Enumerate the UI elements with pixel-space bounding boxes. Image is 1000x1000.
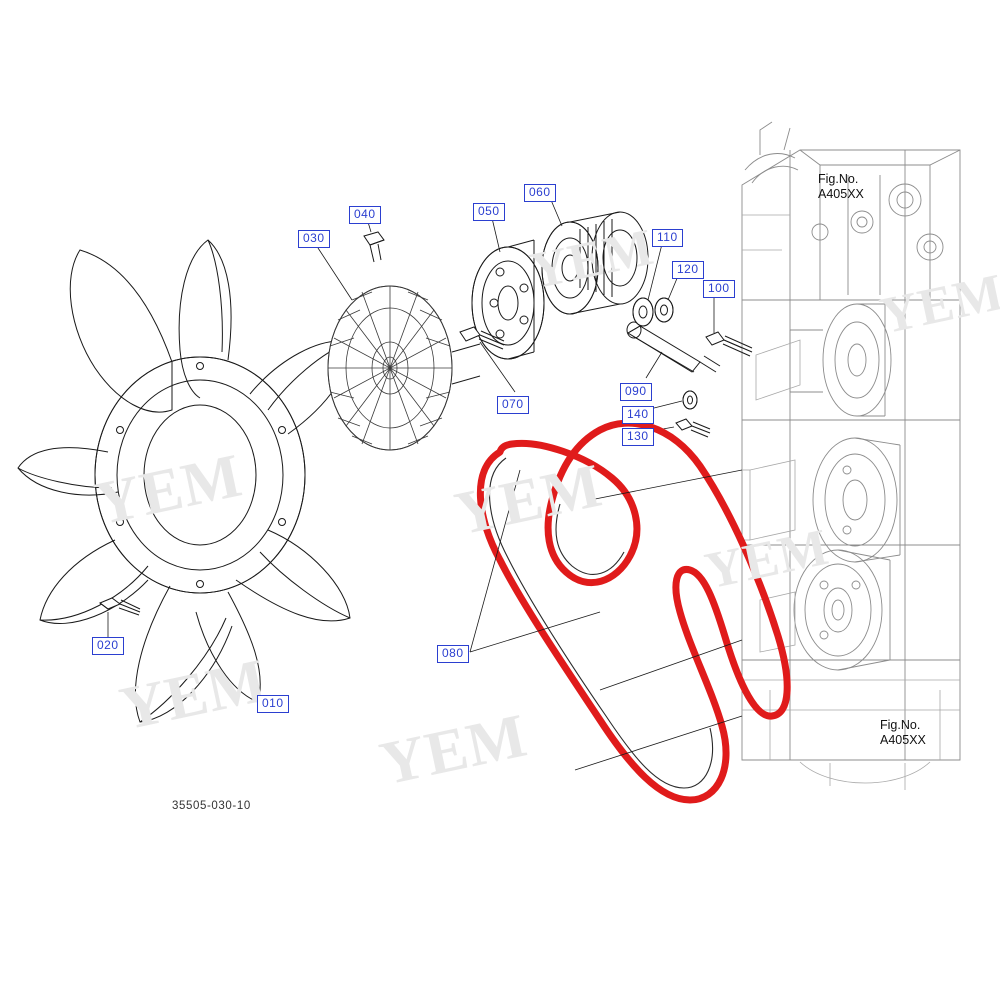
callout-040[interactable]: 040 bbox=[349, 206, 381, 224]
callout-080[interactable]: 080 bbox=[437, 645, 469, 663]
leader-110 bbox=[647, 243, 663, 301]
figure-reference-title: Fig.No. bbox=[880, 718, 921, 732]
fan-assembly bbox=[17, 239, 351, 723]
idler-110 bbox=[632, 297, 654, 327]
leader-080 bbox=[469, 611, 601, 653]
fan-bolt-020 bbox=[99, 597, 141, 616]
water-pump-pulley-060 bbox=[541, 211, 649, 315]
callout-030[interactable]: 030 bbox=[298, 230, 330, 248]
callout-090[interactable]: 090 bbox=[620, 383, 652, 401]
fan-clutch-030 bbox=[327, 285, 481, 451]
callout-130[interactable]: 130 bbox=[622, 428, 654, 446]
callout-110[interactable]: 110 bbox=[652, 229, 683, 247]
bolt-130 bbox=[675, 418, 711, 438]
leader-060 bbox=[550, 199, 563, 227]
callout-100[interactable]: 100 bbox=[703, 280, 735, 298]
callout-060[interactable]: 060 bbox=[524, 184, 556, 202]
leader-030 bbox=[317, 247, 353, 301]
callout-120[interactable]: 120 bbox=[672, 261, 704, 279]
leader-050 bbox=[491, 217, 501, 253]
figure-reference-title: Fig.No. bbox=[818, 172, 859, 186]
pulley-bolt-070 bbox=[459, 326, 505, 350]
tensioner-rod-090 bbox=[626, 321, 721, 373]
leader-070 bbox=[479, 341, 516, 393]
leader-090 bbox=[645, 351, 663, 379]
figure-reference-number: A405XX bbox=[880, 733, 926, 747]
clutch-bolt-040 bbox=[363, 231, 385, 263]
figure-reference: Fig.No.A405XX bbox=[880, 718, 926, 748]
callout-020[interactable]: 020 bbox=[92, 637, 124, 655]
callout-010[interactable]: 010 bbox=[257, 695, 289, 713]
fan-pulley-050 bbox=[471, 239, 545, 360]
callout-070[interactable]: 070 bbox=[497, 396, 529, 414]
drive-belt-080 bbox=[477, 419, 791, 804]
callout-140[interactable]: 140 bbox=[622, 406, 654, 424]
washer-120 bbox=[654, 297, 674, 323]
leader-120 bbox=[667, 275, 679, 301]
leader-080-b bbox=[469, 469, 521, 653]
callout-050[interactable]: 050 bbox=[473, 203, 505, 221]
washer-140 bbox=[682, 390, 698, 410]
figure-reference-number: A405XX bbox=[818, 187, 864, 201]
bolt-100 bbox=[705, 331, 753, 357]
drawing-number: 35505-030-10 bbox=[172, 800, 251, 812]
figure-reference: Fig.No.A405XX bbox=[818, 172, 864, 202]
